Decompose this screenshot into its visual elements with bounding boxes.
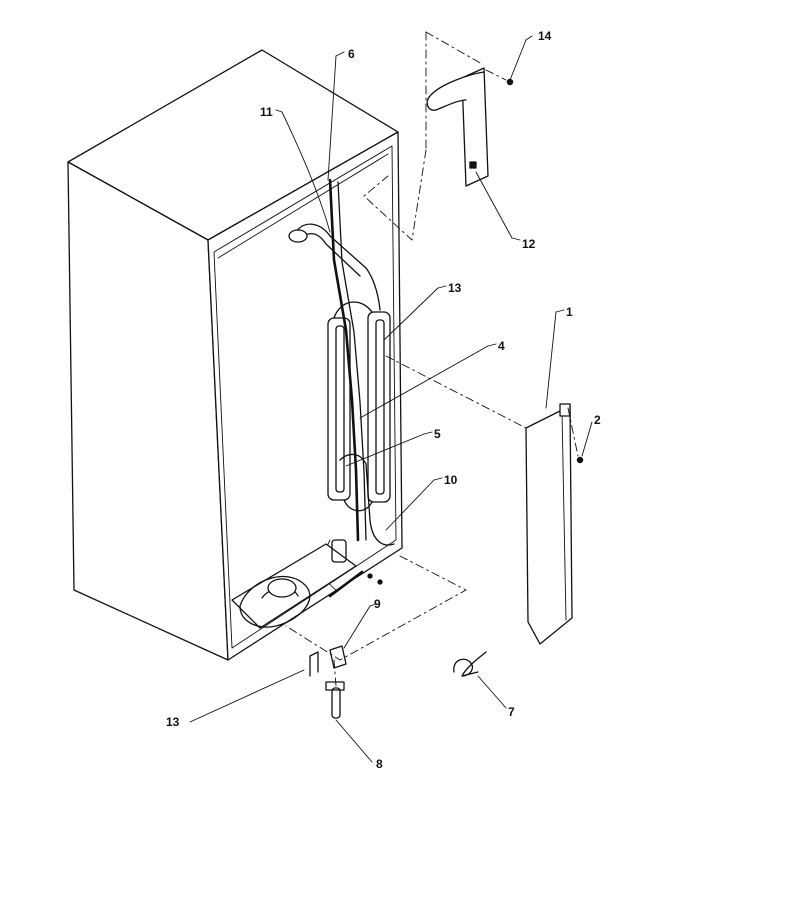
callout-2: 2 — [594, 413, 601, 427]
assembly-lines — [285, 31, 579, 687]
part-1-side-panel — [525, 403, 573, 645]
callout-labels: 14 6 11 12 13 1 4 2 5 10 9 13 7 8 — [166, 29, 601, 771]
callout-7: 7 — [508, 705, 515, 719]
callout-11: 11 — [260, 105, 273, 119]
leader-lines — [189, 35, 593, 763]
refrigerant-tubing — [288, 178, 395, 591]
callout-8: 8 — [376, 757, 383, 771]
callout-13-upper: 13 — [448, 281, 462, 295]
drain-parts — [309, 645, 347, 719]
callout-6: 6 — [348, 47, 355, 61]
refrigerator-cabinet — [67, 49, 403, 661]
callout-5: 5 — [434, 427, 441, 441]
callout-1: 1 — [566, 305, 573, 319]
condenser-coil — [327, 301, 391, 512]
callout-12: 12 — [522, 237, 536, 251]
part-12-cover-panel — [426, 67, 489, 187]
callout-10: 10 — [444, 473, 458, 487]
screws — [367, 78, 584, 585]
callout-13-lower: 13 — [166, 715, 180, 729]
callout-4: 4 — [498, 339, 505, 353]
part-7-clip — [453, 651, 487, 677]
callout-14: 14 — [538, 29, 552, 43]
callout-9: 9 — [374, 597, 381, 611]
compressor — [231, 539, 364, 629]
